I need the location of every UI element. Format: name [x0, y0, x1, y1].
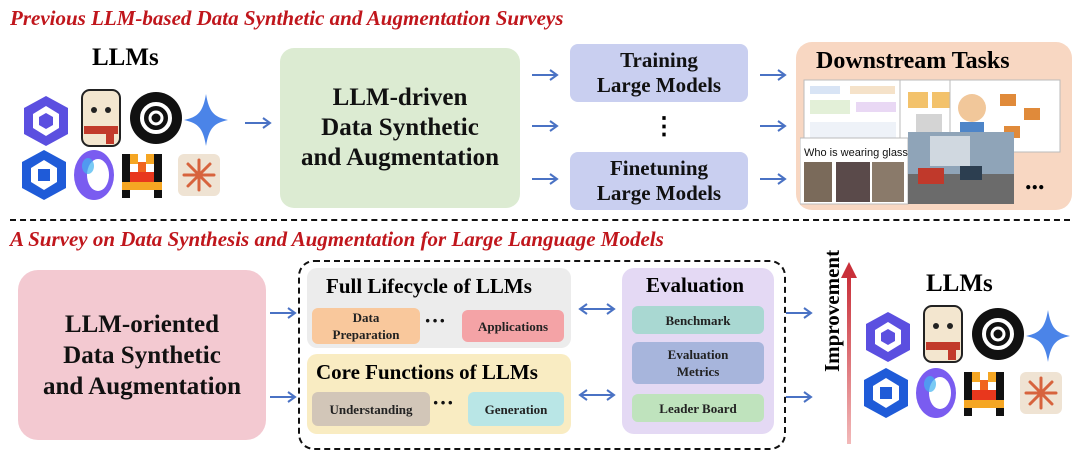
- leader-board-pill: Leader Board: [632, 394, 764, 422]
- downstream-title: Downstream Tasks: [816, 48, 1010, 75]
- bidirectional-arrow-icon: [578, 388, 616, 402]
- arrow-icon: [245, 116, 275, 130]
- claude-logo-icon: [178, 154, 220, 196]
- claude-logo-icon: [1020, 372, 1062, 414]
- arrow-icon: [760, 68, 790, 82]
- arrow-icon: [532, 172, 562, 186]
- training-line-2: Large Models: [597, 73, 721, 98]
- gemini-logo-icon: [184, 94, 228, 146]
- top-llms-label: LLMs: [92, 44, 159, 72]
- downstream-caption: Who is wearing glass: [804, 147, 908, 159]
- arrow-icon: [270, 390, 300, 404]
- top-llm-logos: [18, 86, 228, 201]
- arrow-icon: [532, 68, 562, 82]
- cube-logo-icon: [864, 368, 908, 418]
- bidirectional-arrow-icon: [578, 302, 616, 316]
- core-ellipsis: ···: [432, 390, 454, 416]
- bottom-section-title: A Survey on Data Synthesis and Augmentat…: [10, 227, 664, 252]
- vertical-ellipsis: ⋮: [652, 112, 676, 141]
- data-preparation-line-1: Data: [333, 309, 400, 326]
- training-box: Training Large Models: [570, 44, 748, 102]
- llm-driven-line-1: LLM-driven: [301, 83, 499, 113]
- llm-oriented-line-3: and Augmentation: [43, 371, 241, 402]
- llm-oriented-line-1: LLM-oriented: [43, 309, 241, 340]
- finetuning-line-1: Finetuning: [597, 156, 721, 181]
- llm-oriented-box: LLM-oriented Data Synthetic and Augmenta…: [18, 270, 266, 440]
- bottom-llms-label: LLMs: [926, 270, 993, 298]
- data-preparation-pill: Data Preparation: [312, 308, 420, 344]
- arrow-icon: [786, 306, 816, 320]
- section-divider: [10, 219, 1070, 221]
- qwen-logo-icon: [866, 312, 910, 362]
- benchmark-pill: Benchmark: [632, 306, 764, 334]
- improvement-arrow-icon: [840, 262, 858, 446]
- llama-logo-icon: [82, 90, 120, 146]
- llm-driven-box: LLM-driven Data Synthetic and Augmentati…: [280, 48, 520, 208]
- arrow-icon: [270, 306, 300, 320]
- data-preparation-line-2: Preparation: [333, 326, 400, 343]
- applications-pill: Applications: [462, 310, 564, 342]
- downstream-ellipsis: ...: [1025, 166, 1045, 196]
- llm-driven-line-2: Data Synthetic: [301, 113, 499, 143]
- openai-logo-icon: [130, 92, 182, 144]
- arrow-icon: [760, 119, 790, 133]
- spiral-logo-icon: [916, 368, 956, 418]
- llm-driven-line-3: and Augmentation: [301, 143, 499, 173]
- qwen-logo-icon: [24, 96, 68, 146]
- lifecycle-ellipsis: ···: [424, 308, 446, 334]
- evaluation-metrics-pill: Evaluation Metrics: [632, 342, 764, 384]
- openai-logo-icon: [972, 308, 1024, 360]
- lifecycle-title: Full Lifecycle of LLMs: [326, 274, 532, 299]
- understanding-pill: Understanding: [312, 392, 430, 426]
- bottom-llm-logos: [860, 302, 1070, 420]
- finetuning-line-2: Large Models: [597, 181, 721, 206]
- finetuning-box: Finetuning Large Models: [570, 152, 748, 210]
- arrow-icon: [532, 119, 562, 133]
- cube-logo-icon: [22, 150, 66, 200]
- core-functions-title: Core Functions of LLMs: [316, 360, 538, 385]
- evaluation-metrics-line-1: Evaluation: [668, 346, 729, 363]
- arrow-icon: [786, 390, 816, 404]
- spiral-logo-icon: [74, 150, 114, 200]
- llama-logo-icon: [924, 306, 962, 362]
- top-section-title: Previous LLM-based Data Synthetic and Au…: [10, 6, 563, 31]
- evaluation-title: Evaluation: [646, 273, 744, 298]
- evaluation-metrics-line-2: Metrics: [668, 363, 729, 380]
- gemini-logo-icon: [1026, 310, 1070, 362]
- mistral-logo-icon: [122, 154, 162, 198]
- arrow-icon: [760, 172, 790, 186]
- mistral-logo-icon: [964, 372, 1004, 416]
- training-line-1: Training: [597, 48, 721, 73]
- generation-pill: Generation: [468, 392, 564, 426]
- llm-oriented-line-2: Data Synthetic: [43, 340, 241, 371]
